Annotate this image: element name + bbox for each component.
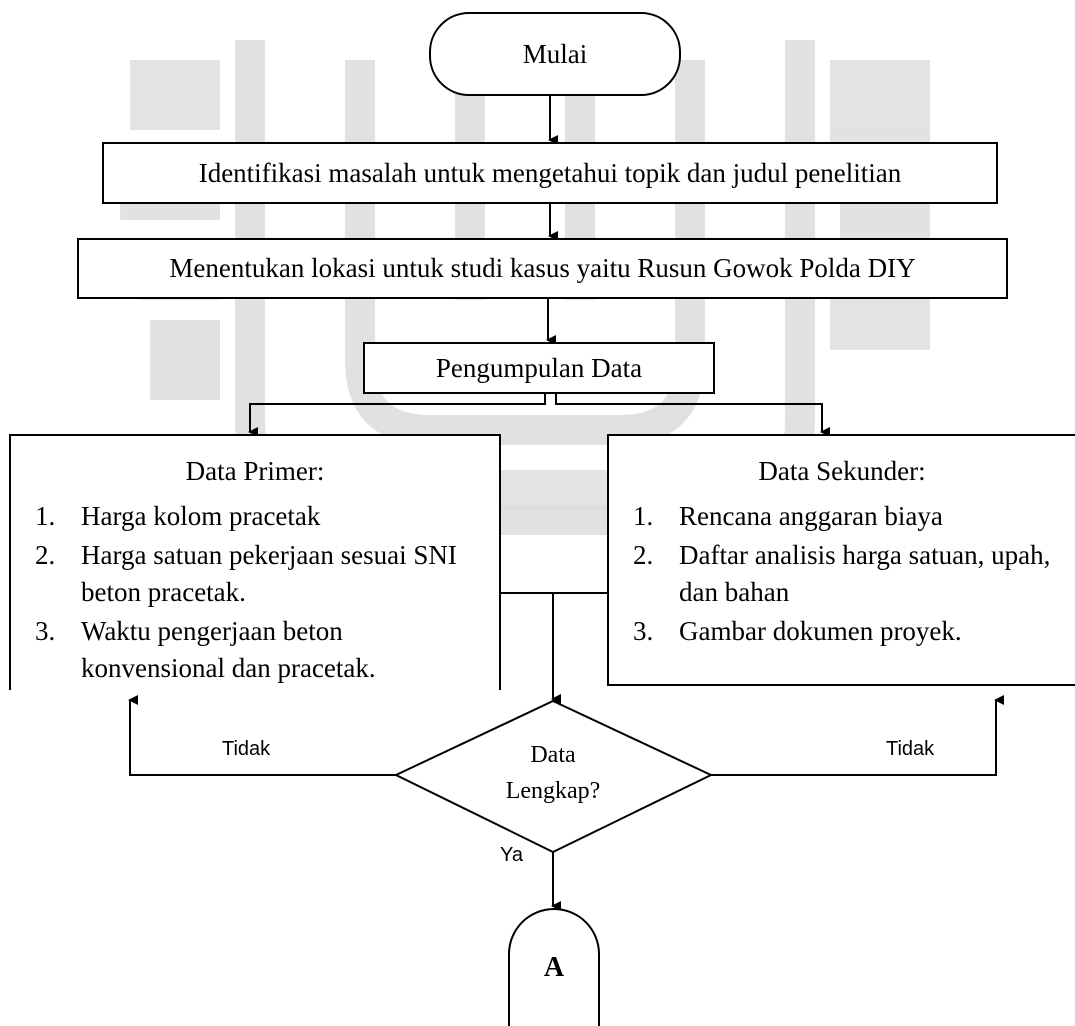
list-item-number: 2. [633, 540, 654, 570]
arrow-step3-secondary [555, 392, 830, 437]
primary-data-list: 1. Harga kolom pracetak 2. Harga satuan … [35, 498, 475, 687]
process-data-collection-label: Pengumpulan Data [435, 352, 643, 383]
list-item-text: Daftar analisis harga satuan, upah, dan … [679, 540, 1051, 607]
branch-label-no-left: Tidak [222, 738, 271, 760]
list-item: 2. Daftar analisis harga satuan, upah, d… [633, 537, 1051, 611]
list-item-number: 2. [35, 540, 56, 570]
arrow-no-left [128, 695, 396, 776]
arrow-step3-primary [248, 392, 546, 437]
connector-a-label: A [543, 952, 565, 983]
list-item-text: Gambar dokumen proyek. [679, 616, 962, 646]
secondary-data-title: Data Sekunder: [758, 456, 926, 486]
process-identify-problem: Identifikasi masalah untuk mengetahui to… [102, 142, 998, 204]
process-data-collection: Pengumpulan Data [363, 342, 715, 394]
list-item-text: Harga satuan pekerjaan sesuai SNI beton … [81, 540, 457, 607]
decision-label-line1: Data [530, 742, 576, 768]
primary-data-title: Data Primer: [185, 456, 325, 486]
process-determine-location-label: Menentukan lokasi untuk studi kasus yait… [169, 253, 916, 283]
list-item-number: 1. [35, 501, 56, 531]
branch-label-no-right: Tidak [886, 738, 935, 760]
process-determine-location: Menentukan lokasi untuk studi kasus yait… [77, 238, 1008, 299]
branch-label-yes: Ya [500, 844, 523, 866]
list-item-text: Waktu pengerjaan beton konvensional dan … [81, 616, 376, 683]
list-item: 2. Harga satuan pekerjaan sesuai SNI bet… [35, 537, 475, 611]
process-identify-problem-label: Identifikasi masalah untuk mengetahui to… [198, 157, 902, 188]
list-item: 1. Rencana anggaran biaya [633, 498, 1051, 535]
list-item-text: Harga kolom pracetak [81, 501, 321, 531]
list-item-number: 1. [633, 501, 654, 531]
secondary-data-list: 1. Rencana anggaran biaya 2. Daftar anal… [633, 498, 1051, 650]
start-terminal: Mulai [429, 12, 681, 96]
list-item: 1. Harga kolom pracetak [35, 498, 475, 535]
start-label: Mulai [522, 38, 588, 69]
primary-data-box: Data Primer: 1. Harga kolom pracetak 2. … [9, 434, 501, 690]
list-item-text: Rencana anggaran biaya [679, 501, 943, 531]
list-item-number: 3. [35, 616, 56, 646]
list-item-number: 3. [633, 616, 654, 646]
decision-label: Data Lengkap? [470, 737, 636, 809]
list-item: 3. Gambar dokumen proyek. [633, 613, 1051, 650]
arrow-no-right [711, 695, 1004, 776]
connector-a: A [508, 908, 600, 1026]
secondary-data-box: Data Sekunder: 1. Rencana anggaran biaya… [607, 434, 1075, 686]
decision-label-line2: Lengkap? [505, 778, 601, 804]
list-item: 3. Waktu pengerjaan beton konvensional d… [35, 613, 475, 687]
